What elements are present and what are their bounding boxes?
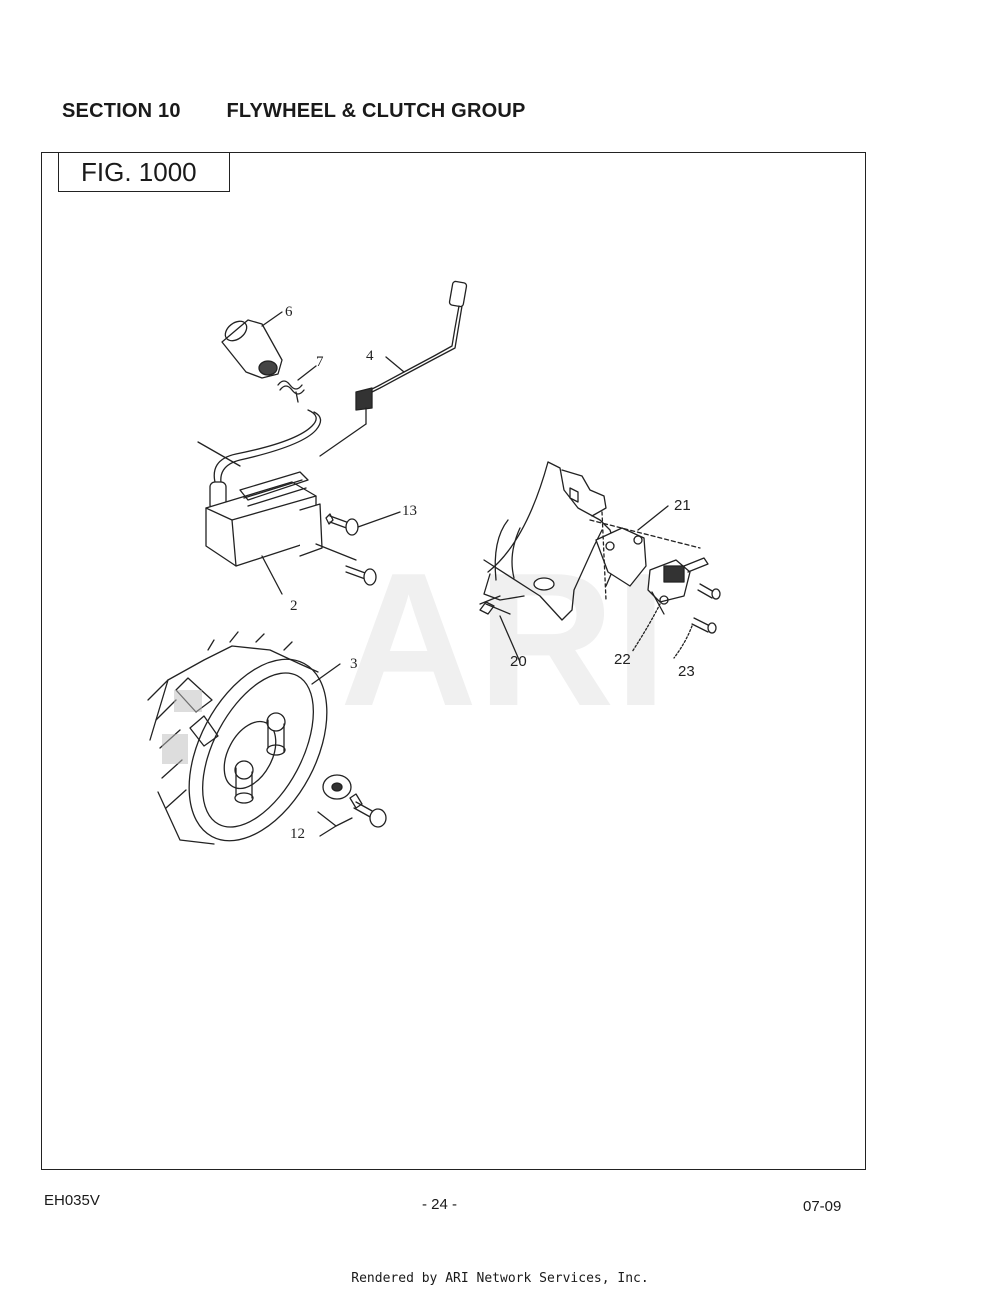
callout-20: 20 (510, 653, 527, 670)
ignition-coil-part (197, 409, 357, 595)
callout-22: 22 (614, 651, 631, 668)
callout-7: 7 (316, 354, 324, 370)
callout-4: 4 (366, 348, 374, 364)
section-title: FLYWHEEL & CLUTCH GROUP (226, 100, 526, 122)
footer-model: EH035V (44, 1192, 100, 1209)
spring-part (277, 365, 317, 403)
ground-wire-part (319, 280, 468, 457)
stop-switch-part (589, 505, 721, 659)
callout-12: 12 (290, 826, 305, 842)
footer-page-number: - 24 - (422, 1196, 458, 1213)
footer-date: 07-09 (803, 1198, 842, 1215)
callout-21: 21 (674, 497, 691, 514)
callout-13: 13 (402, 503, 417, 519)
section-header: SECTION 10 FLYWHEEL & CLUTCH GROUP (62, 100, 526, 123)
figure-frame (41, 152, 866, 1170)
section-number: SECTION 10 (62, 100, 181, 122)
figure-label: FIG. 1000 (58, 152, 230, 192)
plug-cap-part (221, 311, 283, 379)
callout-6: 6 (285, 304, 293, 320)
coil-bolt-part (325, 511, 401, 586)
flywheel-part (147, 631, 341, 845)
callout-3: 3 (350, 656, 358, 672)
washer-bolt-part (317, 774, 387, 837)
callout-2: 2 (290, 598, 298, 614)
credit-line: Rendered by ARI Network Services, Inc. (351, 1271, 649, 1286)
callout-23: 23 (678, 663, 695, 680)
